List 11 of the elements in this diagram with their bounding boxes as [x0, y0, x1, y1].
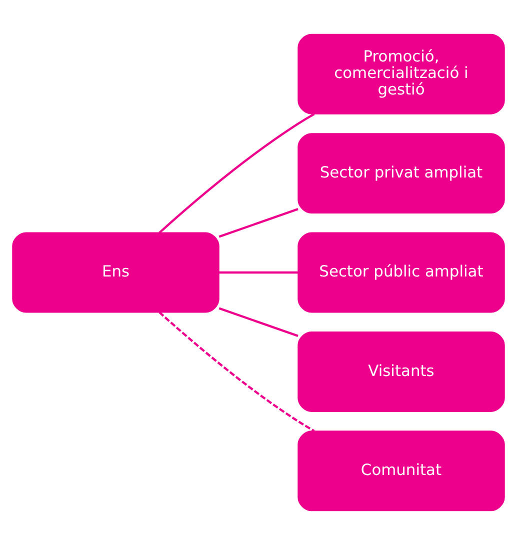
node-box: Sector públic ampliat [298, 232, 505, 313]
connector [219, 271, 298, 274]
node-box: Sector privat ampliat [298, 133, 505, 214]
connector [158, 113, 315, 234]
connector [218, 307, 298, 337]
node-box: Visitants [298, 331, 505, 412]
connector [218, 208, 298, 238]
node-box: Comunitat [298, 430, 505, 512]
node-box: Promoció, comercialització i gestió [298, 34, 505, 114]
node-box: Ens [12, 232, 220, 313]
connector [158, 311, 315, 432]
